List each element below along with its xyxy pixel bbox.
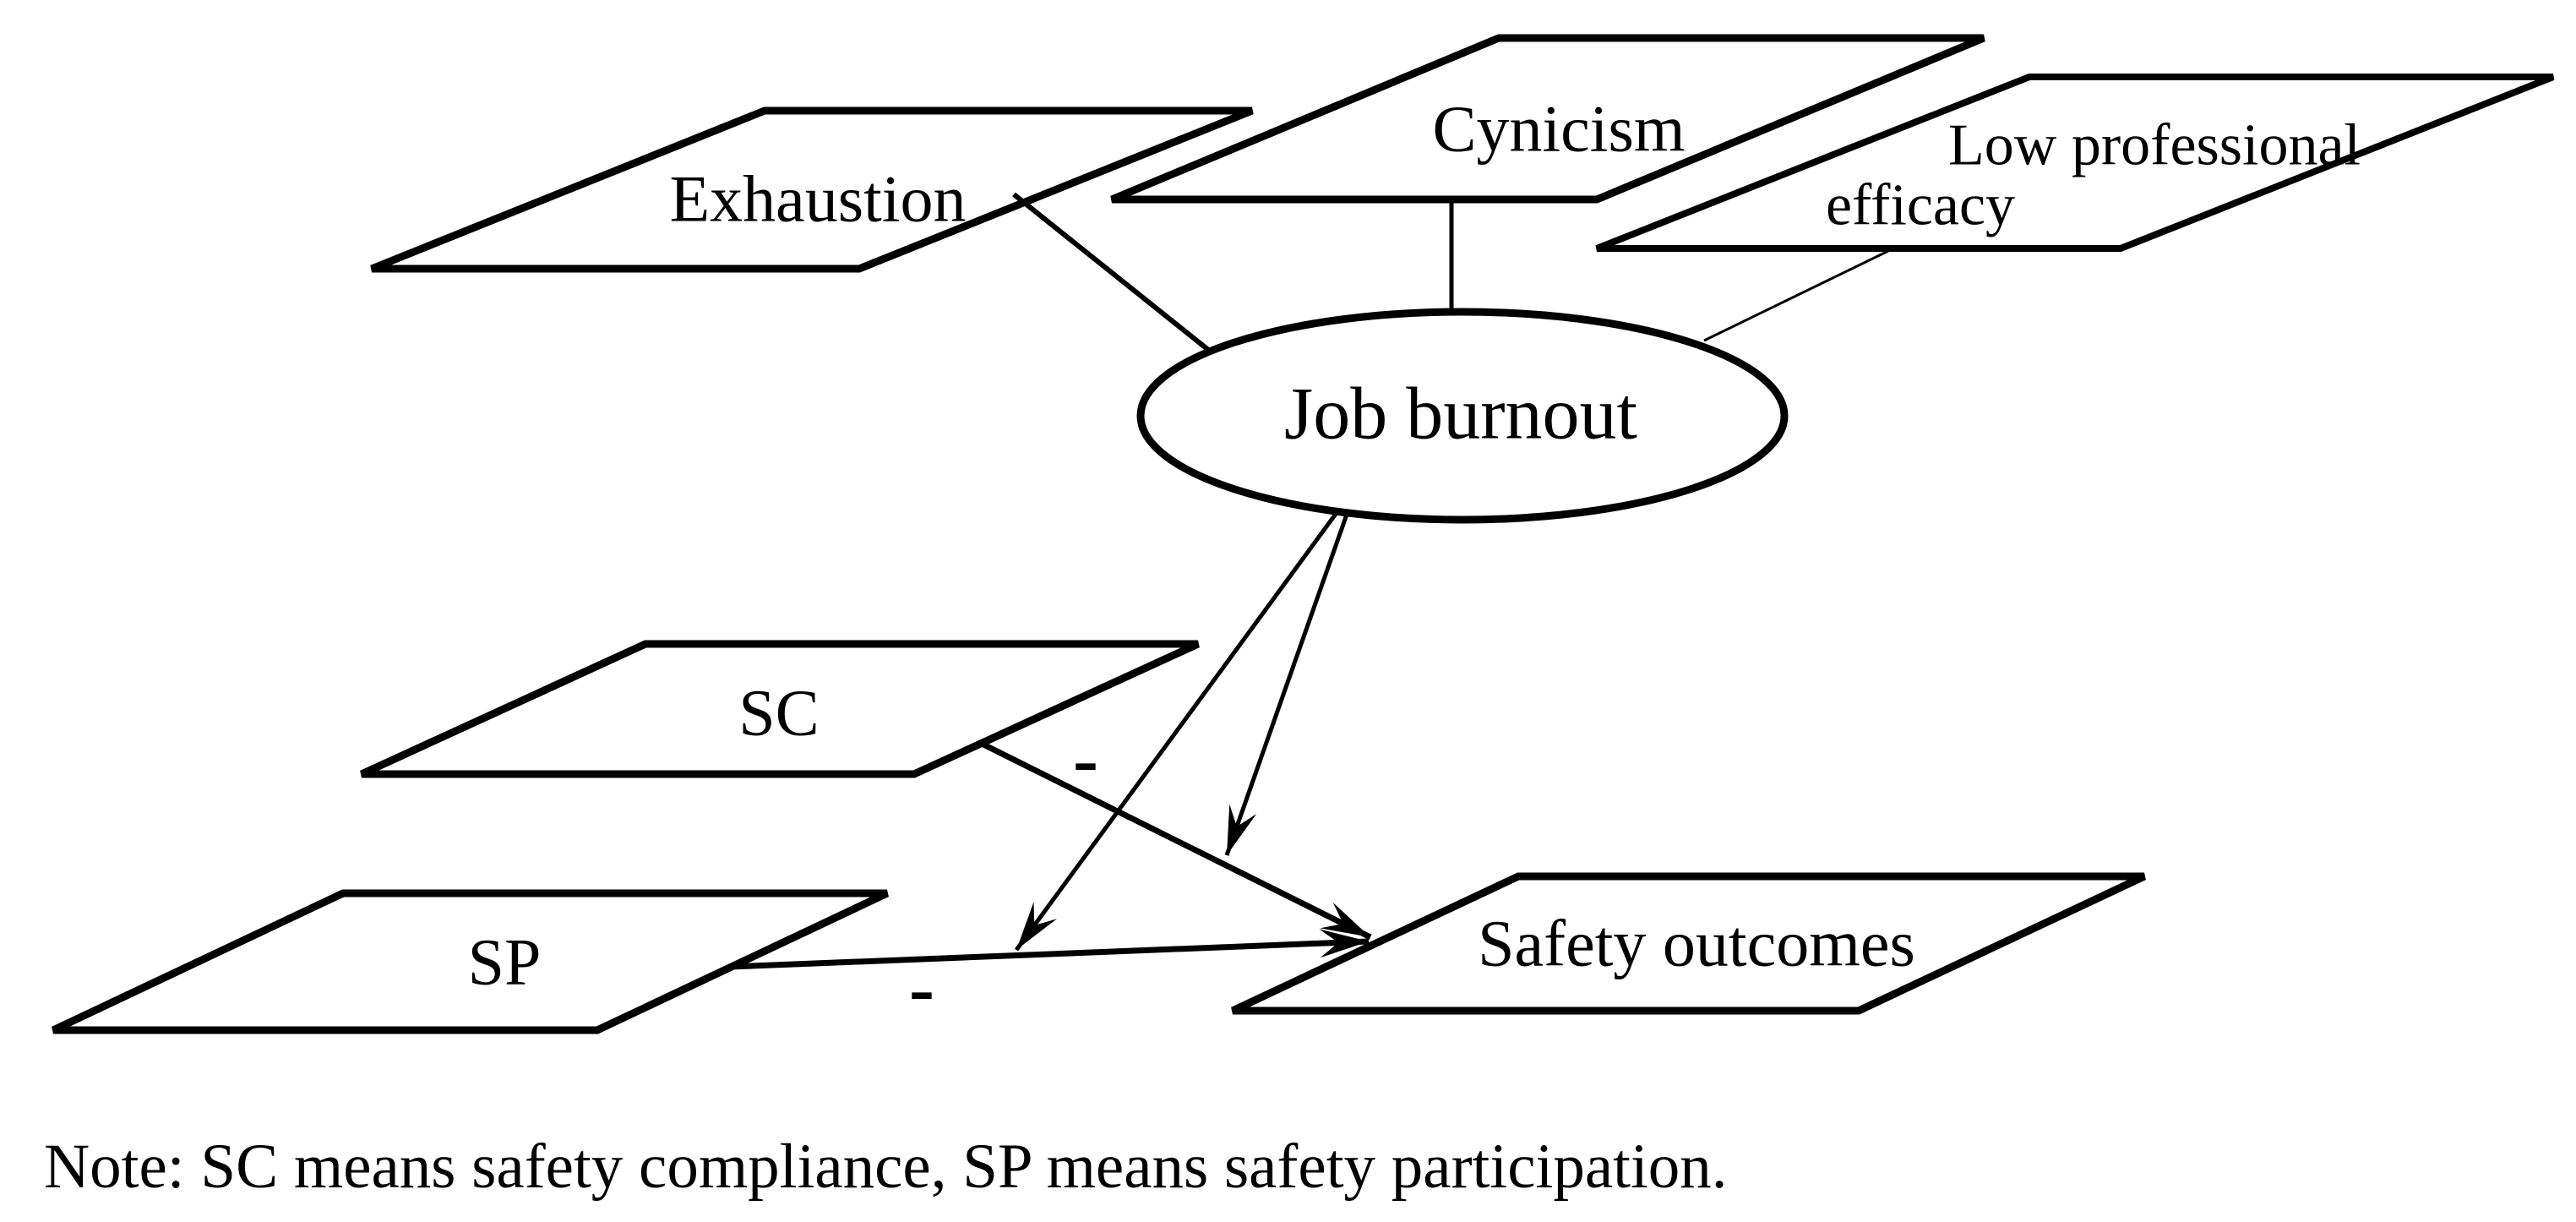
- arrowhead-burnout-to-sc-line: [1227, 804, 1257, 855]
- edge-sp-to-safety-outcomes: [729, 938, 1370, 970]
- node-sp: [52, 889, 889, 1034]
- edge-exhaustion-to-burnout: [1012, 192, 1213, 355]
- node-label-cynicism: Cynicism: [1432, 92, 1685, 166]
- minus-sign-2: -: [909, 947, 934, 1030]
- labels-layer: Exhaustion Cynicism Low professionaleffica…: [468, 92, 2361, 1031]
- minus-sign-1: -: [1073, 717, 1098, 801]
- node-label-job-burnout: Job burnout: [1284, 374, 1637, 456]
- node-label-low-professional-efficacy-2: efficacy: [1826, 173, 2015, 238]
- node-label-sp: SP: [468, 925, 542, 999]
- node-low-professional-efficacy: [1595, 74, 2555, 252]
- node-label-sc: SC: [738, 676, 819, 750]
- edges-layer: [729, 192, 1889, 970]
- arrowhead-sc-to-safety-outcomes: [1320, 902, 1370, 937]
- node-exhaustion: [370, 106, 1254, 273]
- node-cynicism: [1110, 34, 1985, 204]
- node-safety-outcomes: [1231, 872, 2146, 1015]
- arrowhead-sp-to-safety-outcomes: [1319, 929, 1369, 958]
- node-job-burnout: [1136, 308, 1789, 524]
- note-text: Note: SC means safety compliance, SP mea…: [44, 1132, 1728, 1202]
- edge-sc-to-safety-outcomes: [978, 739, 1372, 941]
- shapes-layer: [52, 34, 2555, 1034]
- node-label-safety-outcomes: Safety outcomes: [1478, 907, 1915, 980]
- edge-efficacy-to-burnout: [1703, 249, 1889, 342]
- node-label-low-professional-efficacy-1: Low professional: [1948, 113, 2361, 178]
- node-sc: [360, 640, 1200, 778]
- edge-burnout-to-sp-line: [1014, 509, 1341, 952]
- arrowhead-burnout-to-sp-line: [1016, 902, 1057, 950]
- node-label-exhaustion: Exhaustion: [670, 162, 967, 236]
- edge-burnout-to-sc-line: [1224, 511, 1350, 856]
